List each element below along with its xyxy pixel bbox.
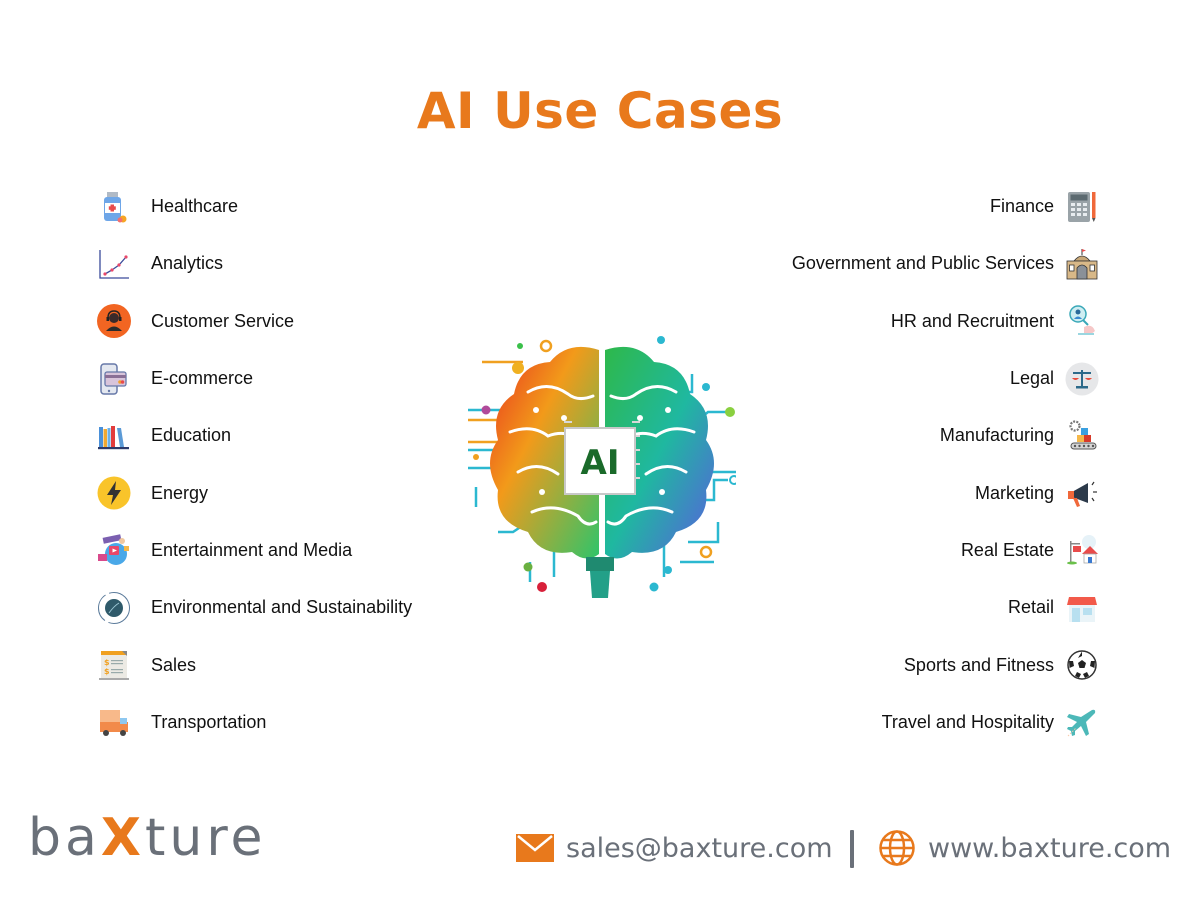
- line-chart-icon: [96, 246, 132, 282]
- use-case-retail: Retail: [792, 579, 1100, 636]
- ai-brain-circuit-icon: AI: [468, 336, 739, 598]
- contact-website[interactable]: www.baxture.com: [878, 828, 1171, 868]
- use-case-customer-service: Customer Service: [96, 293, 412, 350]
- use-case-manufacturing: Manufacturing: [792, 407, 1100, 464]
- use-case-label: Healthcare: [151, 196, 239, 217]
- delivery-truck-icon: [96, 704, 132, 740]
- use-case-list-left: Healthcare Analytics Customer Service E-…: [96, 178, 412, 751]
- use-case-label: Real Estate: [960, 539, 1054, 560]
- use-case-education: Education: [96, 407, 412, 464]
- svg-text:$: $: [104, 667, 110, 676]
- scales-of-justice-icon: [1064, 361, 1100, 397]
- government-building-icon: [1064, 246, 1100, 282]
- use-case-real-estate: Real Estate: [792, 522, 1100, 579]
- media-collage-icon: [96, 532, 132, 568]
- use-case-government-public-services: Government and Public Services: [792, 235, 1100, 292]
- storefront-icon: [1064, 590, 1100, 626]
- airplane-icon: [1064, 704, 1100, 740]
- use-case-label: Legal: [1009, 368, 1054, 389]
- use-case-label: Sales: [151, 654, 197, 675]
- headset-agent-icon: [96, 303, 132, 339]
- use-case-label: Sports and Fitness: [903, 654, 1054, 675]
- use-case-environmental-sustainability: Environmental and Sustainability: [96, 579, 412, 636]
- use-case-travel-hospitality: Travel and Hospitality: [792, 694, 1100, 751]
- use-case-label: HR and Recruitment: [890, 310, 1054, 331]
- use-case-label: Customer Service: [151, 310, 295, 331]
- use-case-label: Environmental and Sustainability: [151, 597, 413, 618]
- megaphone-icon: [1064, 475, 1100, 511]
- leaf-cycle-icon: [96, 590, 132, 626]
- envelope-icon: [516, 834, 554, 862]
- website-link[interactable]: www.baxture.com: [928, 832, 1172, 864]
- mobile-card-payment-icon: [96, 361, 132, 397]
- use-case-energy: Energy: [96, 464, 412, 521]
- use-case-label: Government and Public Services: [791, 253, 1054, 274]
- use-case-label: Marketing: [974, 482, 1054, 503]
- contact-email[interactable]: sales@baxture.com: [516, 828, 833, 868]
- house-for-sale-icon: [1064, 532, 1100, 568]
- books-icon: [96, 418, 132, 454]
- use-case-label: Retail: [1007, 597, 1054, 618]
- use-case-e-commerce: E-commerce: [96, 350, 412, 407]
- page-title: AI Use Cases: [416, 82, 784, 140]
- invoice-dollar-icon: $$: [96, 647, 132, 683]
- lightning-bolt-icon: [96, 475, 132, 511]
- use-case-label: Education: [151, 425, 232, 446]
- use-case-label: Analytics: [151, 253, 224, 274]
- globe-icon: [879, 830, 915, 866]
- logo-text-prefix: ba: [28, 808, 101, 868]
- use-case-label: Energy: [151, 482, 209, 503]
- footer-separator: [850, 830, 854, 868]
- calculator-icon: [1064, 189, 1100, 225]
- use-case-finance: Finance: [792, 178, 1100, 235]
- use-case-label: Travel and Hospitality: [881, 711, 1054, 732]
- use-case-transportation: Transportation: [96, 694, 412, 751]
- use-case-entertainment-media: Entertainment and Media: [96, 522, 412, 579]
- use-case-label: Transportation: [151, 711, 267, 732]
- use-case-label: Finance: [989, 196, 1054, 217]
- recruitment-search-icon: [1064, 303, 1100, 339]
- ai-chip-label: AI: [581, 443, 620, 483]
- use-case-list-right: Finance Government and Public Services H…: [792, 178, 1100, 751]
- use-case-label: E-commerce: [151, 368, 254, 389]
- ai-brain-illustration: AI: [468, 332, 739, 600]
- email-link[interactable]: sales@baxture.com: [566, 832, 833, 864]
- conveyor-belt-icon: [1064, 418, 1100, 454]
- use-case-sports-fitness: Sports and Fitness: [792, 636, 1100, 693]
- use-case-sales: $$ Sales: [96, 636, 412, 693]
- baxture-logo: baXture: [28, 812, 267, 864]
- medicine-bottle-icon: [96, 189, 132, 225]
- use-case-hr-recruitment: HR and Recruitment: [792, 293, 1100, 350]
- logo-text-suffix: ture: [144, 808, 267, 868]
- use-case-label: Manufacturing: [939, 425, 1054, 446]
- logo-text-x: X: [100, 808, 145, 868]
- use-case-label: Entertainment and Media: [151, 539, 353, 560]
- svg-text:$: $: [104, 658, 110, 667]
- use-case-marketing: Marketing: [792, 464, 1100, 521]
- soccer-ball-icon: [1064, 647, 1100, 683]
- use-case-analytics: Analytics: [96, 235, 412, 292]
- use-case-legal: Legal: [792, 350, 1100, 407]
- use-case-healthcare: Healthcare: [96, 178, 412, 235]
